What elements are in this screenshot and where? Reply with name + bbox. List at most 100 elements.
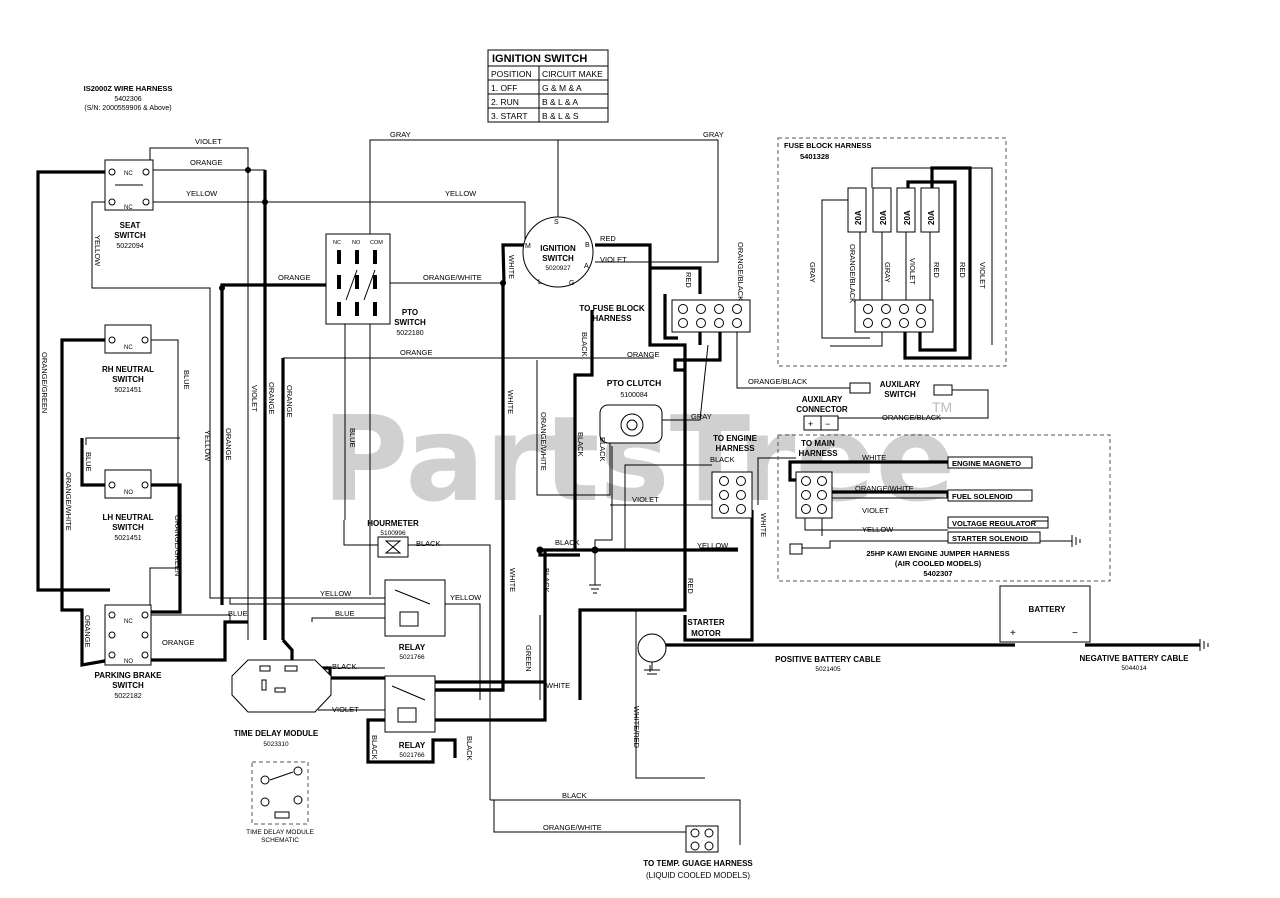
svg-text:YELLOW: YELLOW [93,235,102,267]
svg-text:ORANGE/WHITE: ORANGE/WHITE [855,484,914,493]
battery[interactable]: BATTERY + − POSITIVE BATTERY CABLE 50214… [775,585,1189,673]
ignition-table-col-circuit: CIRCUIT MAKE [542,69,603,79]
svg-text:BLACK: BLACK [370,735,379,760]
auxilary-connector[interactable]: + − AUXILARY CONNECTOR [796,395,848,431]
svg-text:VIOLET: VIOLET [862,506,889,515]
svg-text:SWITCH: SWITCH [542,254,574,263]
svg-text:BLACK: BLACK [598,437,607,462]
svg-text:TIME DELAY MODULE: TIME DELAY MODULE [234,729,319,738]
svg-text:ORANGE/WHITE: ORANGE/WHITE [64,472,73,531]
svg-text:RELAY: RELAY [399,741,426,750]
svg-text:RELAY: RELAY [399,643,426,652]
ignition-row-position: 3. START [491,111,528,121]
svg-text:RED: RED [958,262,967,278]
svg-text:VIOLET: VIOLET [332,705,359,714]
engine-harness-connector[interactable]: TO ENGINE HARNESS [711,434,758,519]
svg-text:NC: NC [333,240,341,246]
svg-text:ORANGE/WHITE: ORANGE/WHITE [543,823,602,832]
svg-text:YELLOW: YELLOW [450,593,482,602]
svg-text:BLACK: BLACK [562,791,587,800]
svg-text:ORANGE/BLACK: ORANGE/BLACK [736,242,745,301]
svg-text:SWITCH: SWITCH [112,375,144,384]
svg-text:HOURMETER: HOURMETER [367,519,419,528]
wire-labels: VIOLET ORANGE YELLOW YELLOW GRAY GRAY OR… [40,130,987,832]
lh-neutral-switch[interactable]: NO LH NEUTRAL SWITCH 5021451 [102,469,154,542]
svg-text:VIOLET: VIOLET [195,137,222,146]
svg-text:IS2000Z WIRE HARNESS: IS2000Z WIRE HARNESS [84,84,173,93]
hourmeter[interactable]: HOURMETER 5100996 [367,519,419,558]
time-delay-schematic: TIME DELAY MODULE SCHEMATIC [246,761,314,844]
svg-text:FUSE BLOCK HARNESS: FUSE BLOCK HARNESS [784,141,872,150]
svg-text:WHITE/RED: WHITE/RED [632,706,641,749]
svg-text:RED: RED [684,272,693,288]
ignition-table-title: IGNITION SWITCH [492,53,587,65]
svg-text:5020927: 5020927 [545,265,571,272]
svg-text:ORANGE: ORANGE [162,638,195,647]
svg-text:5021766: 5021766 [399,752,425,759]
temp-gauge-connector[interactable]: TO TEMP. GUAGE HARNESS (LIQUID COOLED MO… [643,825,753,880]
rh-neutral-switch[interactable]: NC RH NEUTRAL SWITCH 5021451 [102,324,154,394]
svg-text:ORANGE/GREEN: ORANGE/GREEN [173,515,182,576]
svg-text:SEAT: SEAT [120,221,141,230]
svg-text:BLUE: BLUE [348,428,357,448]
svg-text:25HP KAWI ENGINE JUMPER HARNES: 25HP KAWI ENGINE JUMPER HARNESS [866,549,1009,558]
pto-switch[interactable]: NC NO COM PTO SWITCH 5022180 [325,233,426,337]
svg-text:−: − [1072,628,1078,639]
svg-text:BLUE: BLUE [84,452,93,472]
svg-text:COM: COM [370,240,383,246]
svg-text:YELLOW: YELLOW [445,189,477,198]
fuse-block-harness[interactable]: FUSE BLOCK HARNESS 5401328 20A 20A 20A 2… [777,137,1007,367]
svg-text:5022094: 5022094 [116,243,143,250]
svg-text:WHITE: WHITE [862,453,886,462]
svg-text:5402307: 5402307 [923,569,952,578]
svg-text:VIOLET: VIOLET [250,385,259,412]
svg-text:ORANGE/WHITE: ORANGE/WHITE [423,273,482,282]
svg-text:ORANGE: ORANGE [190,158,223,167]
svg-text:5023310: 5023310 [263,741,289,748]
svg-text:NO: NO [352,240,361,246]
svg-text:BLACK: BLACK [465,736,474,761]
svg-text:NO: NO [124,490,133,496]
svg-text:GRAY: GRAY [703,130,724,139]
svg-text:M: M [525,243,531,250]
seat-switch[interactable]: NC NC SEAT SWITCH 5022094 [104,159,154,250]
ground-icon [589,535,1209,651]
engine-jumper-harness[interactable]: TO MAIN HARNESS ENGINE MAGNETO FUEL SOLE… [777,434,1111,582]
svg-text:HARNESS: HARNESS [592,314,632,323]
time-delay-module[interactable]: TIME DELAY MODULE 5023310 [231,659,332,748]
svg-text:+: + [1010,628,1016,639]
parking-brake-switch[interactable]: NC NO PARKING BRAKE SWITCH 5022182 [95,604,163,700]
svg-text:ORANGE: ORANGE [285,385,294,418]
svg-text:HARNESS: HARNESS [798,449,838,458]
auxilary-switch[interactable]: AUXILARY SWITCH [849,380,953,399]
svg-text:WHITE: WHITE [506,390,515,414]
starter-motor[interactable]: STARTER MOTOR [637,618,725,675]
svg-text:TO MAIN: TO MAIN [801,439,835,448]
ignition-switch[interactable]: S M B A L G IGNITION SWITCH 5020927 [522,216,594,288]
svg-text:VIOLET: VIOLET [978,262,987,289]
junction-dots [219,167,599,554]
svg-text:GRAY: GRAY [808,262,817,283]
svg-text:SCHEMATIC: SCHEMATIC [261,837,299,844]
svg-text:ORANGE/GREEN: ORANGE/GREEN [40,352,49,413]
fuse-block-connector[interactable]: TO FUSE BLOCK HARNESS [579,299,751,333]
pto-clutch[interactable]: PTO CLUTCH 5100084 [599,378,663,444]
svg-text:RED: RED [932,262,941,278]
svg-text:(LIQUID COOLED MODELS): (LIQUID COOLED MODELS) [646,871,750,880]
svg-text:PTO CLUTCH: PTO CLUTCH [607,378,662,388]
svg-text:BLACK: BLACK [332,662,357,671]
svg-text:PTO: PTO [402,308,418,317]
svg-text:WHITE: WHITE [507,255,516,279]
ignition-row-circuit: G & M & A [542,83,582,93]
svg-text:GREEN: GREEN [524,645,533,672]
fuel-solenoid-label: FUEL SOLENOID [952,492,1013,501]
svg-text:YELLOW: YELLOW [697,541,729,550]
svg-text:TO ENGINE: TO ENGINE [713,434,758,443]
svg-text:YELLOW: YELLOW [186,189,218,198]
svg-text:BLACK: BLACK [555,538,580,547]
relay-lower[interactable]: RELAY 5021766 [384,675,436,759]
relay-upper[interactable]: RELAY 5021766 [384,579,446,661]
svg-text:A: A [584,263,589,270]
svg-text:BLACK: BLACK [542,568,551,593]
svg-text:BLUE: BLUE [182,370,191,390]
